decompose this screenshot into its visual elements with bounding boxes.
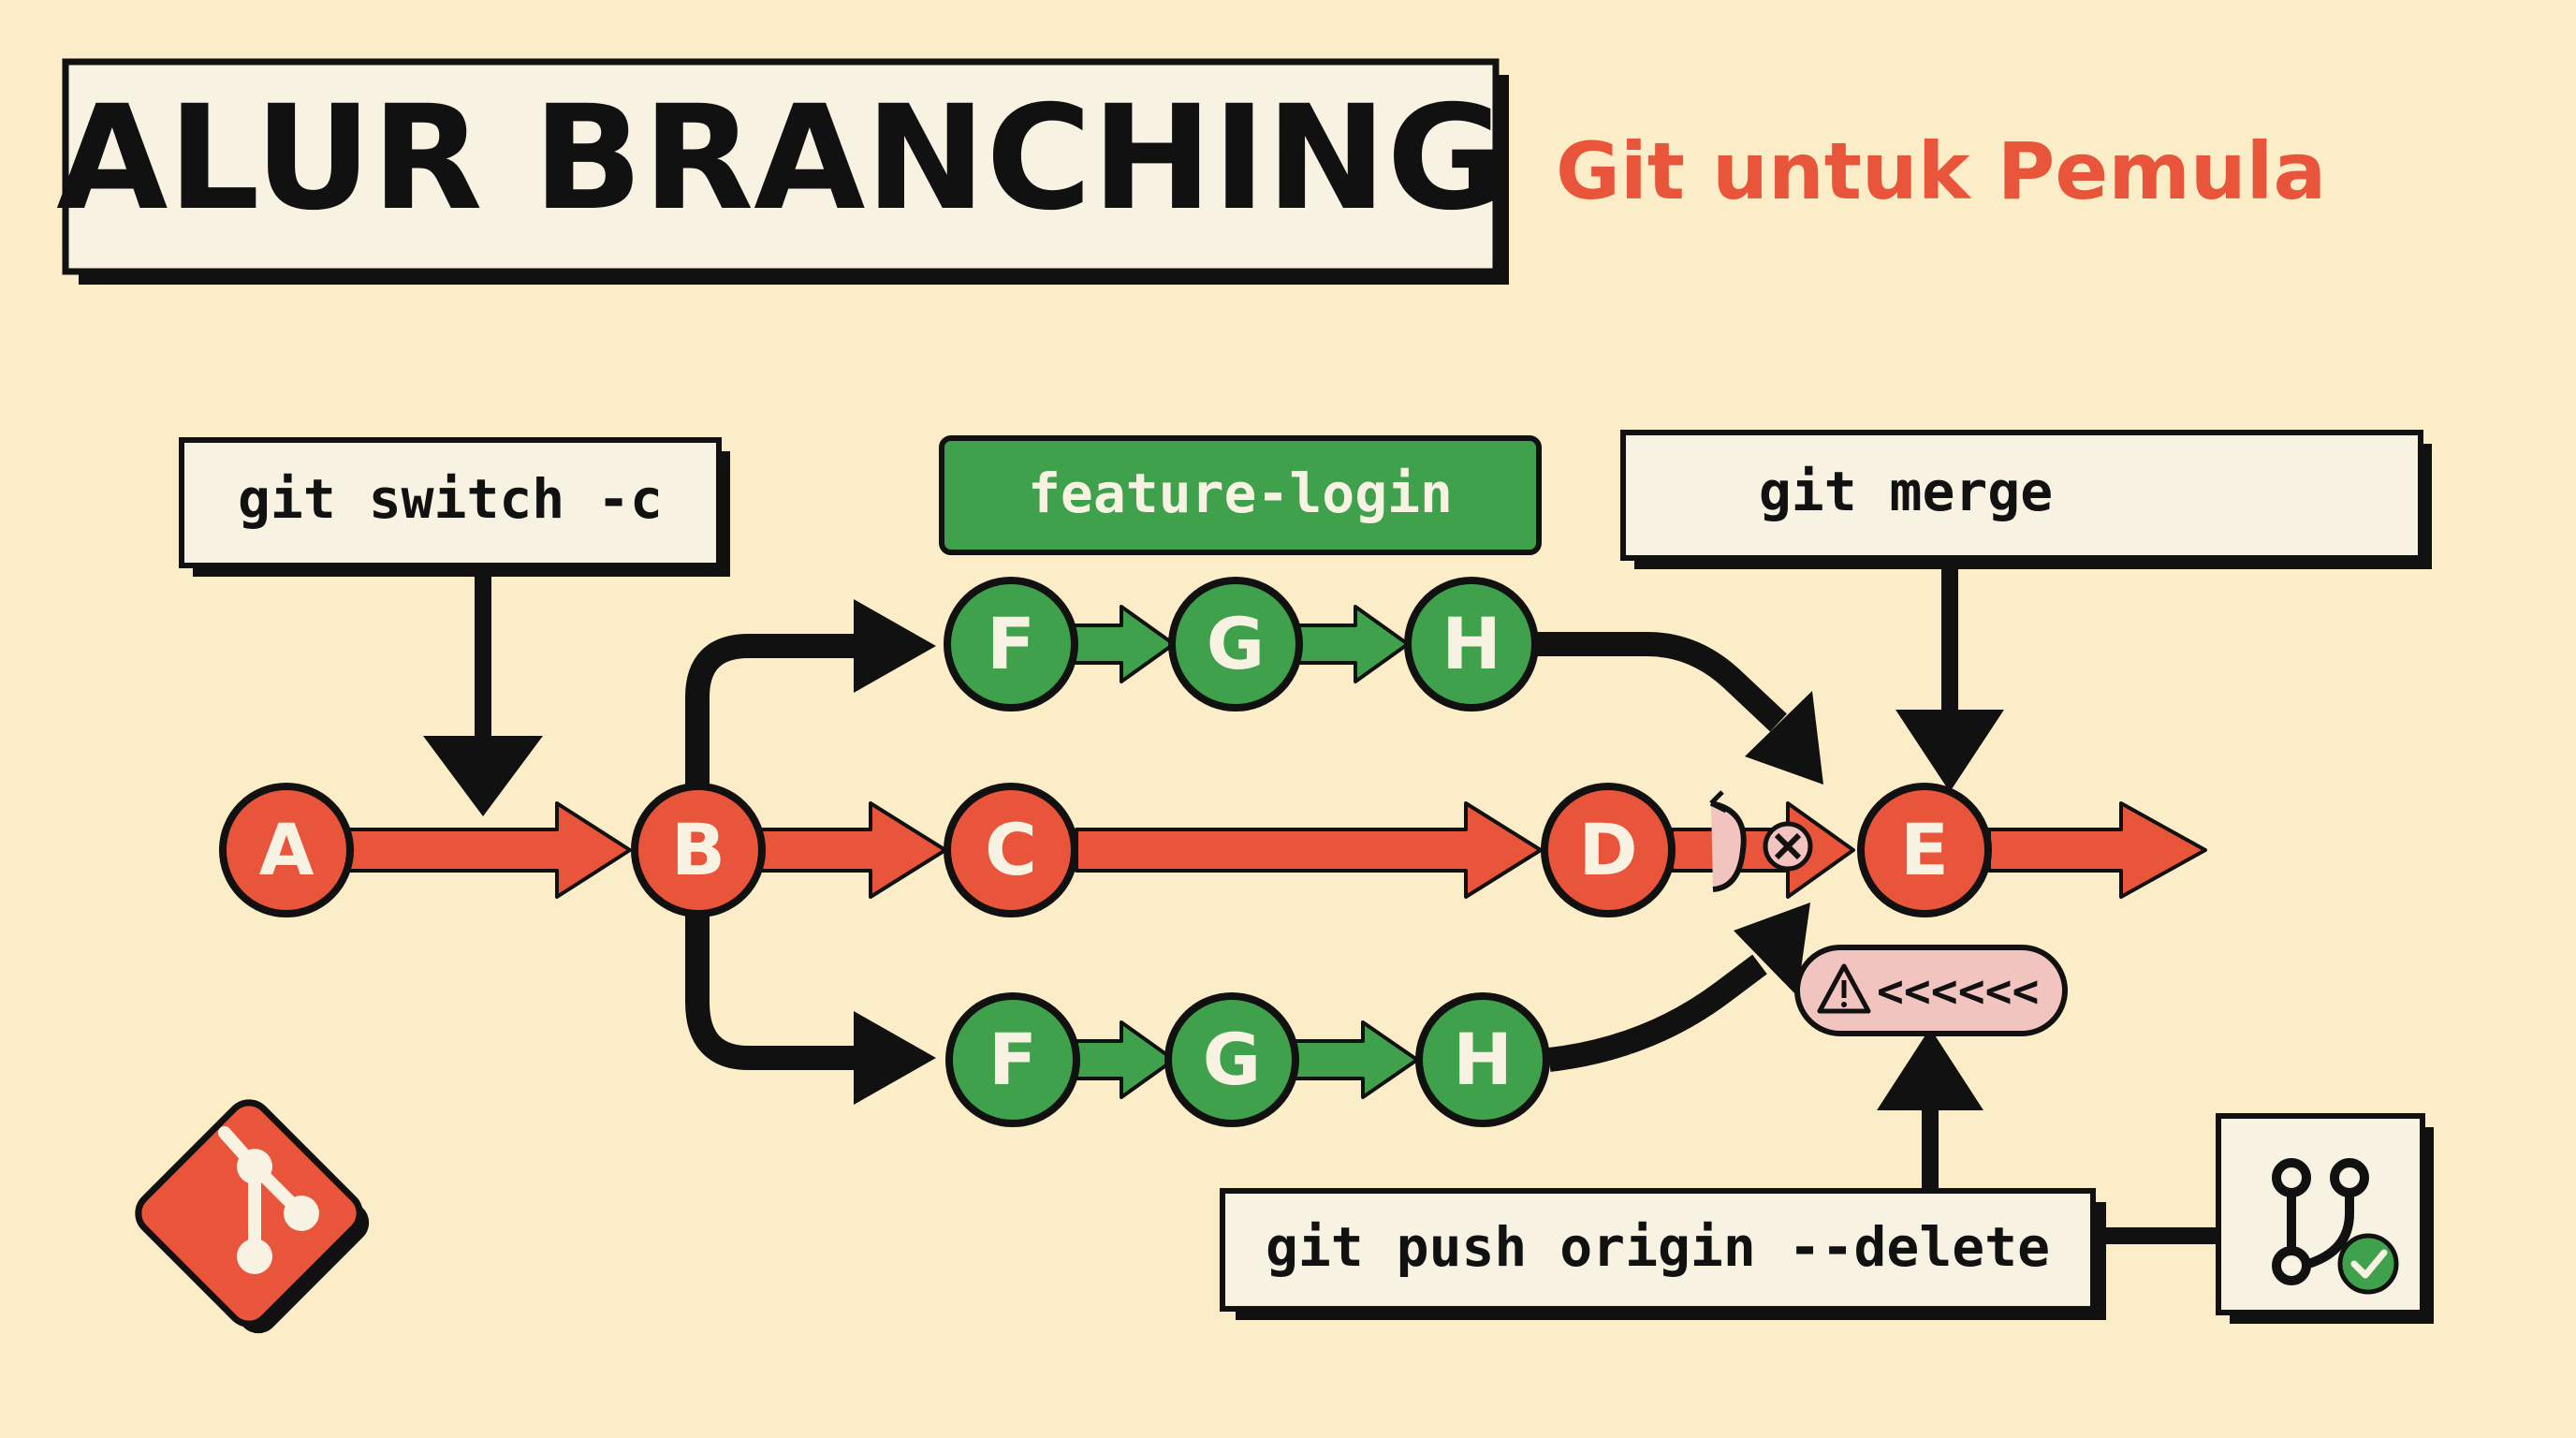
branch-merged-icon	[2272, 1158, 2369, 1285]
main-branch-line	[344, 801, 2207, 899]
commit-label: H	[1442, 602, 1501, 685]
black-arrowheads	[423, 599, 2004, 1110]
commit-main-a: A	[219, 783, 354, 917]
label-git-push-delete-text: git push origin --delete	[1266, 1215, 2050, 1279]
commit-label: C	[985, 808, 1037, 891]
merge-conflict-icon	[1709, 790, 1813, 892]
label-git-push-delete: git push origin --delete	[1220, 1188, 2106, 1320]
commit-feature-bottom-g: G	[1164, 992, 1299, 1127]
commit-main-d: D	[1541, 783, 1676, 917]
page-subtitle: Git untuk Pemula	[1556, 125, 2326, 217]
commit-feature-bottom-f: F	[945, 992, 1080, 1127]
commit-main-c: C	[944, 783, 1078, 917]
commit-label: E	[1900, 808, 1949, 891]
conflict-marker-text: <<<<<<	[1877, 965, 2039, 1018]
title-card: ALUR BRANCHING	[56, 58, 1509, 285]
branch-merged-card	[2216, 1113, 2434, 1324]
commit-label: B	[671, 808, 725, 891]
black-arrows	[475, 567, 2228, 1244]
label-git-merge-text: git merge	[1759, 460, 2053, 523]
commit-label: F	[988, 1018, 1037, 1101]
commit-main-b: B	[631, 783, 766, 917]
check-badge-icon	[2337, 1233, 2399, 1295]
label-git-switch: git switch -c	[179, 437, 730, 577]
label-git-switch-text: git switch -c	[238, 467, 663, 531]
git-logo-icon	[135, 1099, 370, 1334]
commit-label: G	[1207, 602, 1265, 685]
warning-icon	[1817, 963, 1871, 1014]
label-feature-login: feature-login	[939, 435, 1542, 555]
commit-feature-bottom-h: H	[1415, 992, 1550, 1127]
page-title: ALUR BRANCHING	[56, 75, 1505, 242]
commit-feature-top-h: H	[1404, 577, 1539, 712]
feature-branch-bottom-line	[1075, 1020, 1419, 1099]
commit-label: F	[987, 602, 1035, 685]
commit-main-e: E	[1857, 783, 1992, 917]
commit-feature-top-f: F	[944, 577, 1078, 712]
commit-label: D	[1578, 808, 1637, 891]
feature-branch-top-line	[1070, 605, 1410, 683]
label-git-merge: git merge	[1620, 430, 2432, 569]
commit-label: A	[259, 808, 315, 891]
commit-feature-top-g: G	[1168, 577, 1303, 712]
label-feature-login-text: feature-login	[1028, 462, 1453, 525]
conflict-badge: <<<<<<	[1794, 945, 2068, 1036]
commit-label: H	[1453, 1018, 1513, 1101]
commit-label: G	[1203, 1018, 1261, 1101]
